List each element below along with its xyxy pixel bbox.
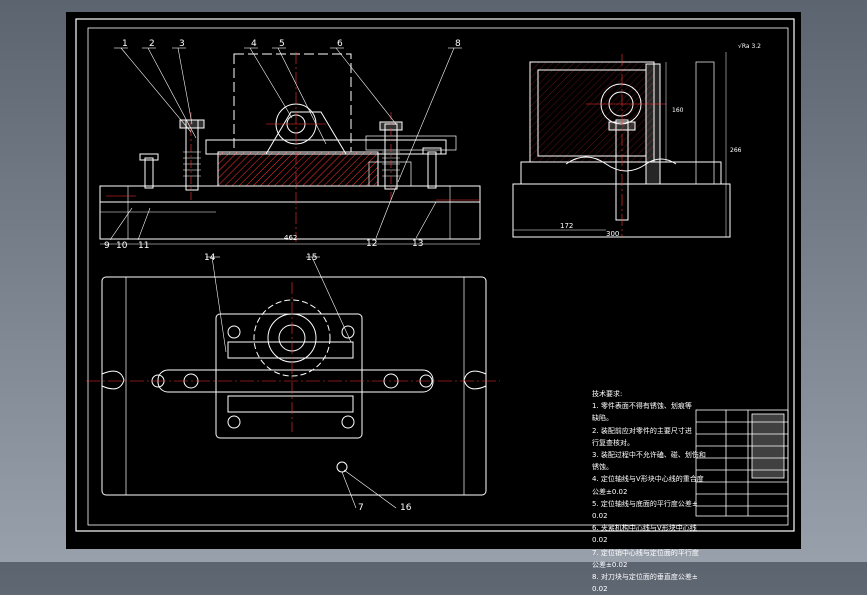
callout-8: 8 <box>455 39 461 49</box>
roughness-note: √Ra 3.2 <box>738 43 761 50</box>
callout-12: 12 <box>366 239 377 249</box>
front-view <box>99 47 481 245</box>
notes-line: 行复查核对。 <box>592 438 634 447</box>
notes-line: 公差±0.02 <box>592 560 628 569</box>
callout-9: 9 <box>104 241 110 251</box>
callout-2: 2 <box>149 39 155 49</box>
technical-requirements: 技术要求: 1. 零件表面不得有锈蚀、划痕等 缺陷。 2. 装配前应对零件的主要… <box>592 388 742 595</box>
callout-11: 11 <box>138 241 149 251</box>
dim-160: 160 <box>672 107 684 114</box>
notes-line: 缺陷。 <box>592 414 613 423</box>
callout-5: 5 <box>279 39 285 49</box>
callout-14: 14 <box>204 253 216 263</box>
callout-15: 15 <box>306 253 317 263</box>
side-view <box>512 52 731 238</box>
dim-300: 300 <box>606 230 619 238</box>
dim-266: 266 <box>730 147 742 154</box>
notes-line: 4. 定位轴线与V形块中心线的重合度 <box>592 475 704 484</box>
notes-line: 0.02 <box>592 536 608 545</box>
callout-4: 4 <box>251 39 257 49</box>
notes-line: 2. 装配前应对零件的主要尺寸进 <box>592 426 692 435</box>
notes-line: 6. 夹紧机构中心线与V形块中心线 <box>592 524 697 533</box>
notes-line: 7. 定位销中心线与定位面的平行度 <box>592 548 699 557</box>
callout-16: 16 <box>400 503 412 513</box>
callout-6: 6 <box>337 39 343 49</box>
notes-line: 1. 零件表面不得有锈蚀、划痕等 <box>592 402 692 411</box>
notes-title: 技术要求: <box>592 390 623 398</box>
notes-line: 3. 装配过程中不允许磕、碰、划伤和 <box>592 451 706 460</box>
notes-line: 0.02 <box>592 512 608 521</box>
notes-line: 5. 定位轴线与底面的平行度公差± <box>592 499 698 508</box>
dim-172: 172 <box>560 222 573 230</box>
callout-3: 3 <box>179 39 185 49</box>
callout-13: 13 <box>412 239 423 249</box>
cad-drawing: 1 2 3 4 5 6 8 9 10 11 12 13 14 15 7 16 4… <box>75 18 795 532</box>
callout-7: 7 <box>358 503 364 513</box>
notes-line: 锈蚀。 <box>592 463 613 472</box>
notes-line: 公差±0.02 <box>592 487 628 496</box>
dim-462: 462 <box>284 234 297 242</box>
title-block <box>695 409 789 517</box>
plan-view <box>86 256 500 509</box>
notes-line: 8. 对刀块与定位面的垂直度公差± <box>592 573 698 582</box>
callout-10: 10 <box>116 241 128 251</box>
notes-line: 0.02 <box>592 585 608 594</box>
drawing-sheet: 1 2 3 4 5 6 8 9 10 11 12 13 14 15 7 16 4… <box>66 12 801 593</box>
callout-1: 1 <box>122 39 128 49</box>
